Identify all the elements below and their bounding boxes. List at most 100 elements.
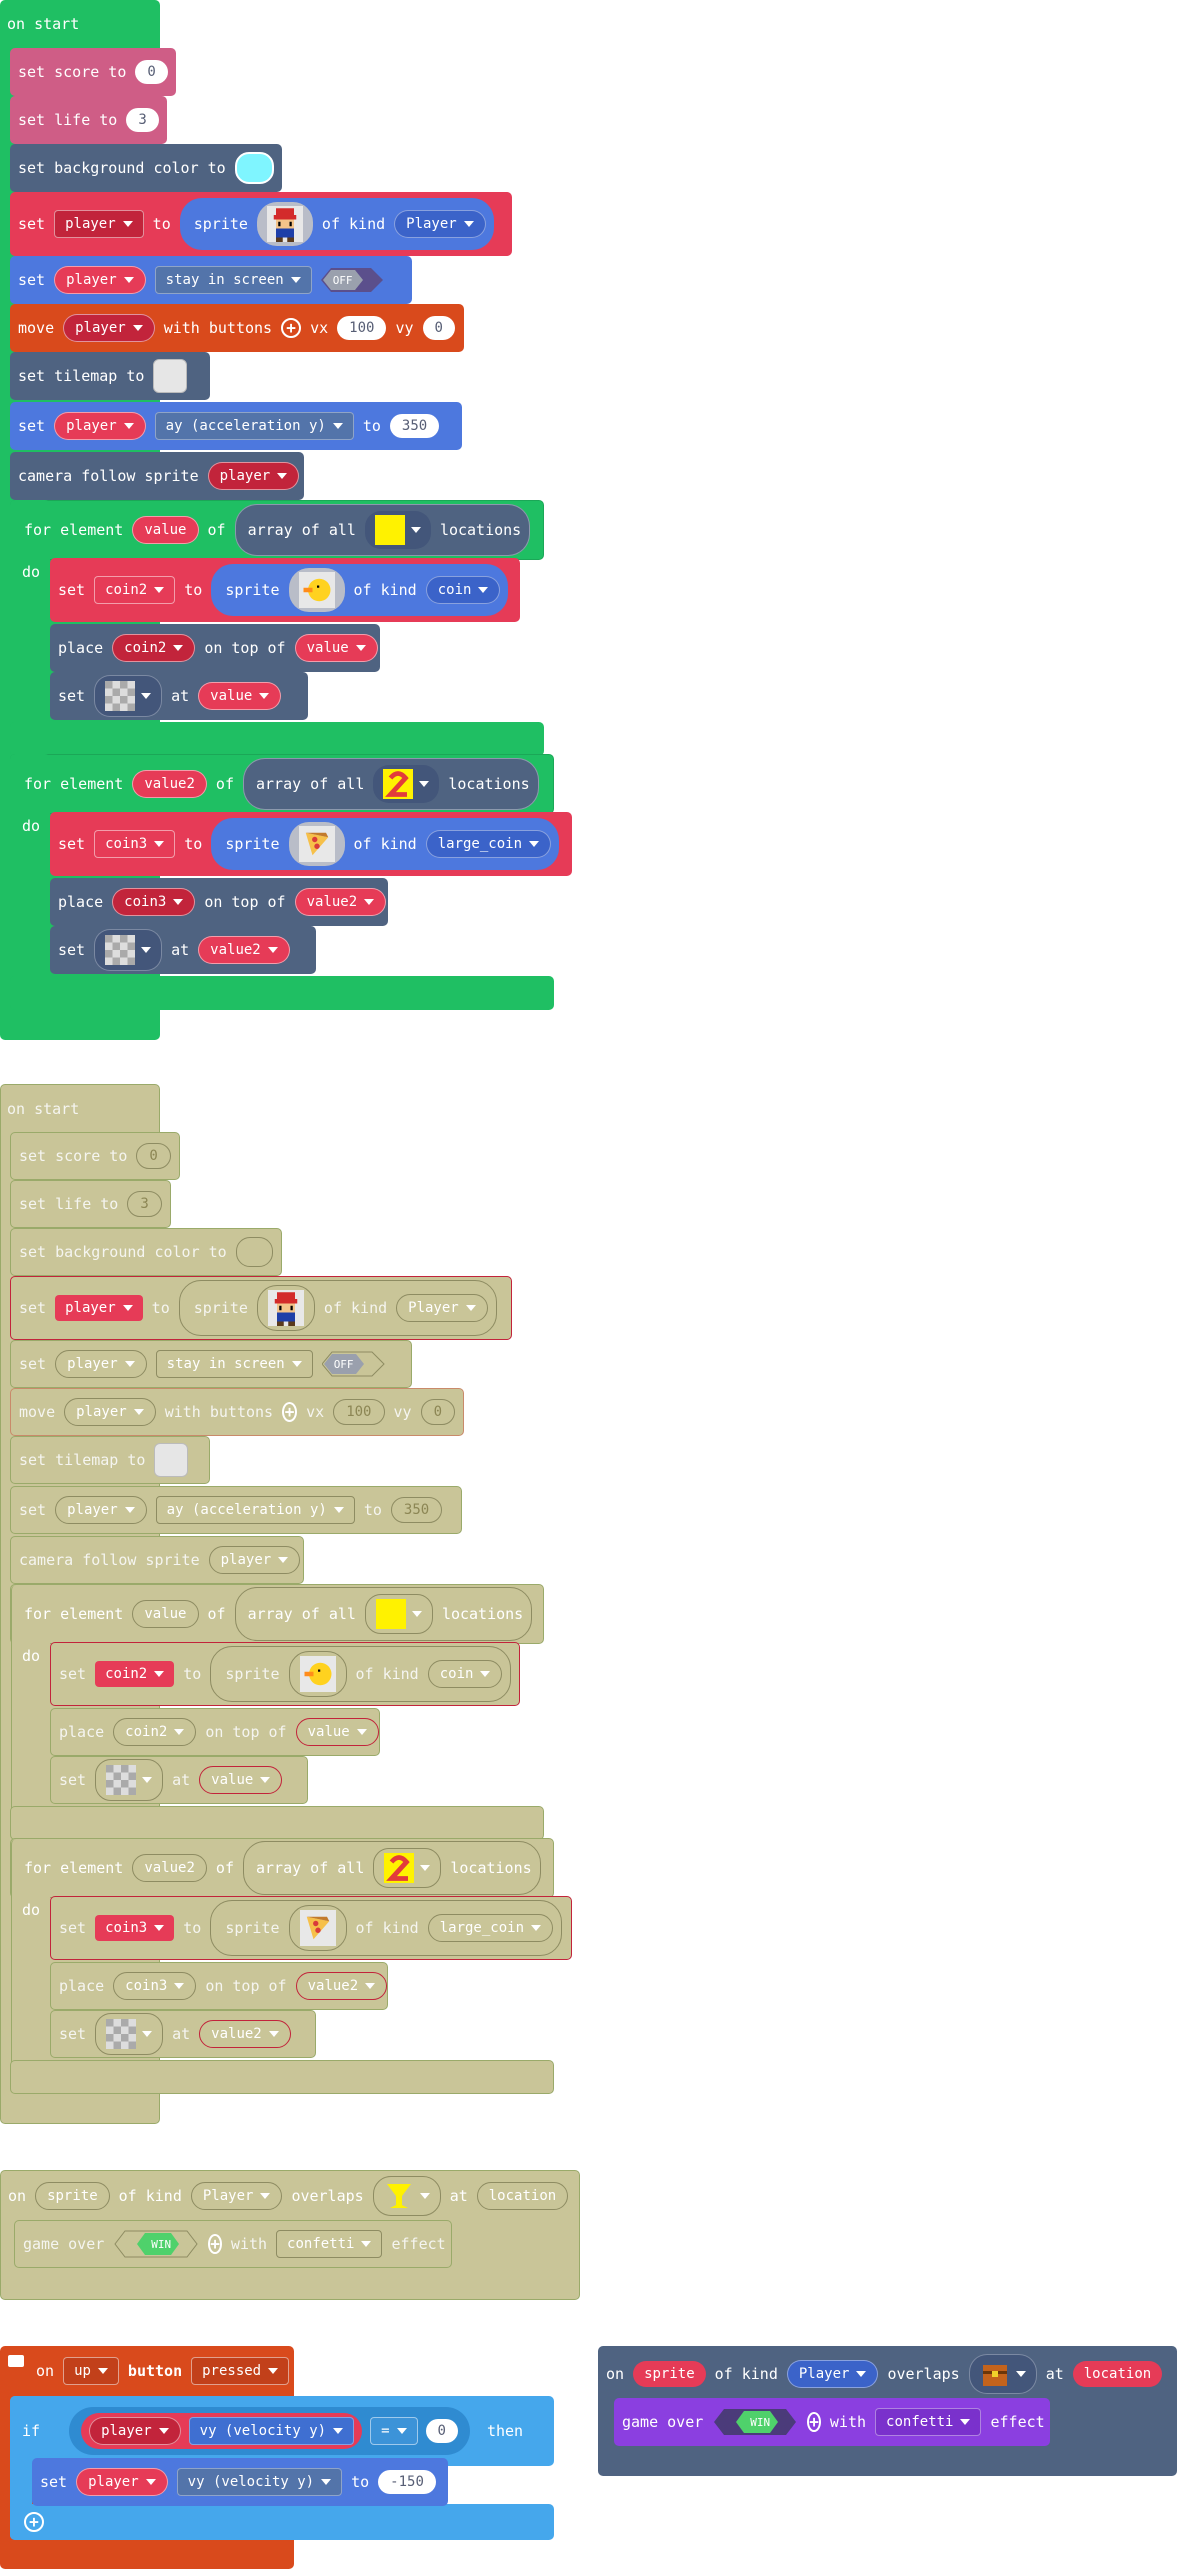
coin2-var-dropdown[interactable]: coin2 [112, 634, 196, 662]
kind-dropdown[interactable]: coin [427, 1660, 503, 1688]
plus-icon[interactable]: + [281, 318, 302, 338]
plus-icon[interactable]: + [208, 2234, 222, 2254]
kind-dropdown[interactable]: large_coin [425, 830, 552, 858]
sprite-of-kind-block[interactable]: sprite of kind Player [179, 198, 494, 250]
tile-picker[interactable] [373, 1848, 442, 1888]
tilemap-thumbnail[interactable] [154, 1443, 189, 1477]
set-score-block[interactable]: set score to 0 [10, 1132, 180, 1180]
player-var-dropdown[interactable]: player [89, 2417, 181, 2445]
tile-picker[interactable] [372, 2176, 441, 2216]
set-tile-at-block[interactable]: set at value2 [50, 2010, 316, 2058]
place-coin2-block[interactable]: place coin2 on top of value [50, 1708, 380, 1756]
kind-dropdown[interactable]: Player [190, 2182, 283, 2210]
camera-follow-block[interactable]: camera follow sprite player [10, 452, 304, 500]
set-acceleration-block[interactable]: set player ay (acceleration y) to 350 [10, 402, 462, 450]
tilemap-thumbnail[interactable] [153, 359, 188, 393]
event-dropdown[interactable]: pressed [191, 2357, 290, 2385]
value-var-dropdown[interactable]: value [294, 634, 378, 662]
operator-dropdown[interactable]: = [370, 2417, 418, 2445]
stay-in-screen-block[interactable]: set player stay in screen OFF [10, 1340, 412, 1388]
acceleration-input[interactable]: 350 [389, 414, 440, 438]
sprite-of-kind-block[interactable]: sprite of kind large_coin [211, 818, 560, 870]
property-dropdown[interactable]: vy (velocity y) [176, 2468, 343, 2496]
player-var-dropdown[interactable]: player [55, 1295, 143, 1321]
set-life-block[interactable]: set life to 3 [10, 96, 167, 144]
sprite-var[interactable]: sprite [35, 2182, 110, 2210]
place-coin2-block[interactable]: place coin2 on top of value [50, 624, 380, 672]
coin3-var-dropdown[interactable]: coin3 [94, 830, 176, 858]
set-coin2-block[interactable]: set coin2 to sprite of kind coin [50, 558, 520, 622]
background-color-swatch[interactable] [235, 1237, 273, 1267]
tile-picker[interactable] [95, 2013, 164, 2055]
tile-picker[interactable] [373, 765, 440, 803]
sprite-image-picker[interactable] [288, 1651, 347, 1697]
set-background-block[interactable]: set background color to [10, 144, 282, 192]
player-var-dropdown[interactable]: player [54, 266, 146, 294]
set-coin3-block[interactable]: set coin3 to sprite of kind large_coin [50, 1896, 572, 1960]
property-dropdown[interactable]: vy (velocity y) [188, 2417, 355, 2445]
property-dropdown[interactable]: ay (acceleration y) [154, 412, 354, 440]
kind-dropdown[interactable]: Player [394, 210, 486, 238]
life-value-input[interactable]: 3 [127, 1191, 162, 1217]
set-tile-at-block[interactable]: set at value2 [50, 926, 316, 974]
game-over-block[interactable]: game over WIN + with confetti effect [14, 2220, 452, 2268]
player-var-dropdown[interactable]: player [63, 314, 155, 342]
loop-var-value2[interactable]: value2 [132, 770, 207, 798]
compare-value-input[interactable]: 0 [425, 2419, 458, 2443]
sprite-image-picker[interactable] [288, 1905, 347, 1951]
plus-icon[interactable]: + [282, 1402, 298, 1422]
vy-input[interactable]: 0 [422, 316, 455, 340]
button-name-dropdown[interactable]: up [63, 2357, 119, 2385]
sprite-image-picker[interactable] [256, 202, 313, 246]
value2-var-dropdown[interactable]: value2 [199, 2020, 291, 2048]
sprite-of-kind-block[interactable]: sprite of kind Player [178, 1280, 497, 1336]
toggle-off[interactable]: OFF [320, 266, 387, 294]
value2-var-dropdown[interactable]: value2 [295, 1972, 388, 2000]
value-var-dropdown[interactable]: value [199, 1766, 283, 1794]
vx-input[interactable]: 100 [333, 1399, 385, 1425]
array-of-all-block[interactable]: array of all locations [242, 1841, 541, 1895]
sprite-property-block[interactable]: player vy (velocity y) [81, 2413, 363, 2449]
win-toggle[interactable]: WIN [113, 2229, 199, 2259]
life-value-input[interactable]: 3 [126, 108, 159, 132]
effect-dropdown[interactable]: confetti [875, 2408, 982, 2436]
kind-dropdown[interactable]: Player [396, 1294, 488, 1322]
tile-picker[interactable] [364, 511, 431, 549]
set-coin3-block[interactable]: set coin3 to sprite of kind large_coin [50, 812, 572, 876]
array-of-all-block[interactable]: array of all locations [242, 758, 539, 810]
kind-dropdown[interactable]: large_coin [427, 1914, 554, 1942]
set-background-block[interactable]: set background color to [10, 1228, 282, 1276]
set-tilemap-block[interactable]: set tilemap to [10, 352, 210, 400]
tile-picker[interactable] [968, 2354, 1037, 2394]
player-var-dropdown[interactable]: player [64, 1398, 156, 1426]
coin2-var-dropdown[interactable]: coin2 [113, 1718, 197, 1746]
vy-input[interactable]: 0 [420, 1399, 455, 1425]
camera-follow-block[interactable]: camera follow sprite player [10, 1536, 304, 1584]
location-var[interactable]: location [476, 2182, 569, 2210]
background-color-swatch[interactable] [234, 152, 274, 184]
sprite-image-picker[interactable] [288, 822, 345, 866]
toggle-off[interactable]: OFF [321, 1350, 388, 1378]
acceleration-input[interactable]: 350 [390, 1497, 443, 1523]
place-coin3-block[interactable]: place coin3 on top of value2 [50, 1962, 388, 2010]
coin2-var-dropdown[interactable]: coin2 [95, 1661, 175, 1687]
loop-var-value[interactable]: value [132, 516, 199, 544]
array-of-all-block[interactable]: array of all locations [234, 1587, 533, 1641]
property-dropdown[interactable]: ay (acceleration y) [155, 1496, 355, 1524]
set-life-block[interactable]: set life to 3 [10, 1180, 171, 1228]
sprite-image-picker[interactable] [256, 1285, 315, 1331]
set-player-sprite-block[interactable]: set player to sprite of kind Player [10, 192, 512, 256]
score-value-input[interactable]: 0 [136, 1143, 171, 1169]
set-acceleration-block[interactable]: set player ay (acceleration y) to 350 [10, 1486, 462, 1534]
set-player-sprite-block[interactable]: set player to sprite of kind Player [10, 1276, 512, 1340]
kind-dropdown[interactable]: Player [786, 2360, 879, 2388]
tile-picker[interactable] [94, 929, 163, 971]
set-tilemap-block[interactable]: set tilemap to [10, 1436, 210, 1484]
stay-in-screen-block[interactable]: set player stay in screen OFF [10, 256, 412, 304]
coin3-var-dropdown[interactable]: coin3 [95, 1915, 175, 1941]
tile-picker[interactable] [94, 675, 163, 717]
sprite-of-kind-block[interactable]: sprite of kind coin [211, 564, 509, 616]
win-toggle[interactable]: WIN [712, 2407, 798, 2437]
plus-icon[interactable]: + [24, 2512, 44, 2532]
sprite-var[interactable]: sprite [633, 2361, 706, 2387]
